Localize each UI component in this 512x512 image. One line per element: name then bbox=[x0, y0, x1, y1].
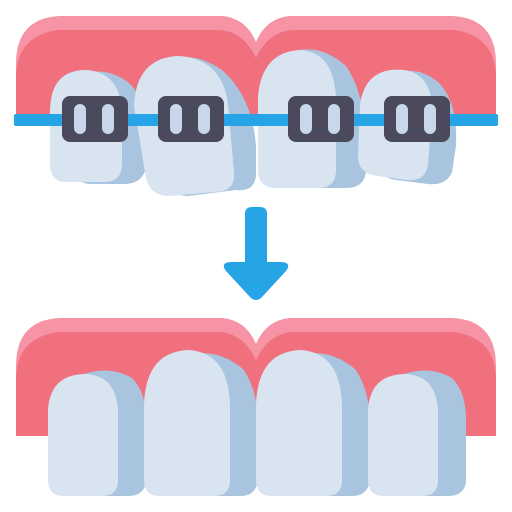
tooth-straight-4 bbox=[368, 370, 466, 496]
teeth-with-braces-group bbox=[14, 16, 498, 196]
bracket-1 bbox=[62, 96, 128, 142]
bracket-3 bbox=[288, 96, 354, 142]
bracket-2 bbox=[158, 96, 224, 142]
straight-teeth-group bbox=[16, 318, 496, 496]
tooth-straight-3 bbox=[256, 350, 370, 496]
tooth-straight-1 bbox=[48, 370, 146, 496]
down-arrow-icon bbox=[223, 207, 289, 300]
braces-wire bbox=[14, 114, 498, 126]
bracket-4 bbox=[384, 96, 450, 142]
tooth-straight-2 bbox=[144, 350, 258, 496]
